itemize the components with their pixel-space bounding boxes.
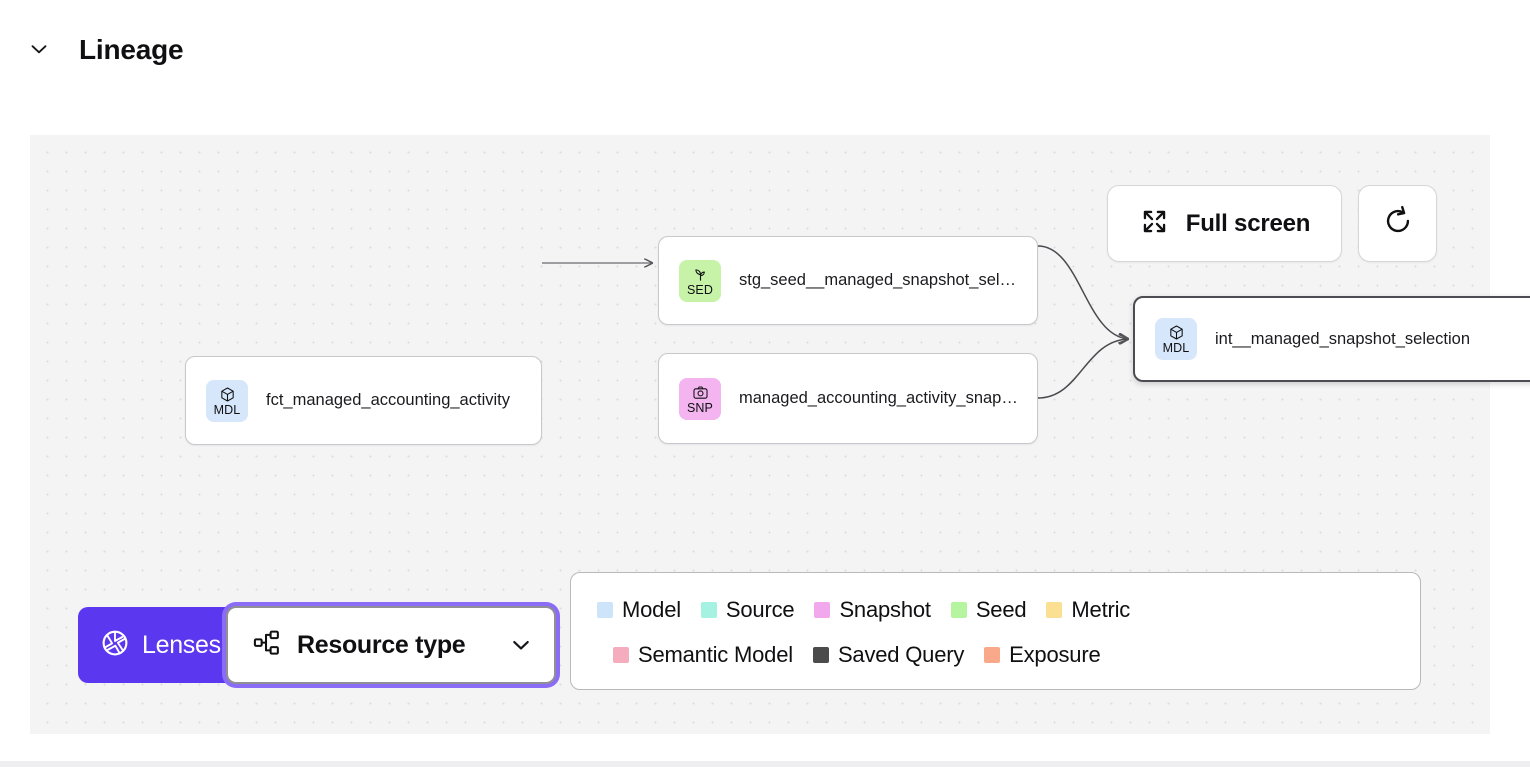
resource-type-label: Resource type <box>297 630 466 659</box>
legend-swatch <box>950 601 967 618</box>
node-label: int__managed_snapshot_selection <box>1215 329 1471 348</box>
legend-item-model: Model <box>597 597 681 623</box>
fullscreen-label: Full screen <box>1185 209 1311 237</box>
seed-badge: SED <box>679 259 721 302</box>
badge-abbr: MDL <box>213 402 241 417</box>
legend-row: Semantic Model Saved Query Exposure <box>597 632 1394 677</box>
node-label: stg_seed__managed_snapshot_selecti... <box>739 271 1021 289</box>
legend-row: Model Source Snapshot Seed Metric <box>597 587 1394 632</box>
hierarchy-icon <box>252 628 281 662</box>
badge-abbr: MDL <box>1162 341 1190 355</box>
legend-label: Metric <box>1071 596 1131 622</box>
bottom-divider <box>0 761 1530 767</box>
lineage-node-snapshot[interactable]: SNP managed_accounting_activity_snapshot <box>658 353 1038 444</box>
chevron-down-icon[interactable] <box>508 632 534 658</box>
legend-swatch <box>613 646 629 663</box>
lineage-node-model[interactable]: MDL fct_managed_accounting_activity <box>185 356 542 445</box>
fullscreen-button[interactable]: Full screen <box>1107 185 1342 262</box>
legend-swatch <box>1046 601 1063 618</box>
lineage-section-header: Lineage <box>0 0 1530 100</box>
legend-label: Model <box>622 596 681 622</box>
badge-abbr: SED <box>686 282 713 297</box>
sprout-icon <box>692 266 709 284</box>
node-label: managed_accounting_activity_snapshot <box>739 389 1021 407</box>
legend-item-semantic-model: Semantic Model <box>613 642 793 668</box>
page-title: Lineage <box>79 34 184 65</box>
camera-icon <box>692 384 709 402</box>
model-badge: MDL <box>1155 318 1197 360</box>
legend-swatch <box>814 601 831 618</box>
node-label: fct_managed_accounting_activity <box>266 391 510 409</box>
expand-arrows-icon <box>1139 206 1170 242</box>
aperture-icon <box>100 628 130 663</box>
badge-abbr: SNP <box>686 400 713 415</box>
refresh-button[interactable] <box>1358 185 1437 262</box>
legend-item-exposure: Exposure <box>984 641 1101 668</box>
lineage-canvas[interactable]: MDL fct_managed_accounting_activity SED … <box>30 135 1530 734</box>
legend-swatch <box>597 601 613 618</box>
chevron-down-icon <box>27 37 51 61</box>
legend-label: Exposure <box>1009 641 1101 667</box>
legend-label: Semantic Model <box>638 641 793 667</box>
legend-item-metric: Metric <box>1046 597 1130 623</box>
legend-item-seed: Seed <box>950 596 1027 623</box>
legend-item-saved-query: Saved Query <box>812 641 965 668</box>
resource-type-dropdown[interactable]: Resource type <box>226 606 556 684</box>
collapse-section-button[interactable] <box>26 36 52 62</box>
legend-label: Saved Query <box>837 641 965 667</box>
lineage-node-model-selected[interactable]: MDL int__managed_snapshot_selection <box>1133 296 1530 382</box>
snapshot-badge: SNP <box>679 377 721 420</box>
lineage-node-seed[interactable]: SED stg_seed__managed_snapshot_selecti..… <box>658 236 1038 325</box>
lenses-label: Lenses <box>142 630 221 659</box>
legend-swatch <box>700 601 717 618</box>
legend-item-snapshot: Snapshot <box>814 596 931 623</box>
refresh-icon <box>1381 204 1415 243</box>
legend-swatch <box>984 646 1001 663</box>
cube-icon <box>1168 324 1185 342</box>
legend-label: Snapshot <box>839 596 931 622</box>
legend-swatch <box>812 646 829 663</box>
model-badge: MDL <box>206 379 248 422</box>
cube-icon <box>219 386 236 404</box>
legend-item-source: Source <box>700 596 795 623</box>
legend-label: Source <box>725 596 795 622</box>
legend-label: Seed <box>975 596 1027 622</box>
legend-panel: Model Source Snapshot Seed Metric <box>570 572 1421 690</box>
